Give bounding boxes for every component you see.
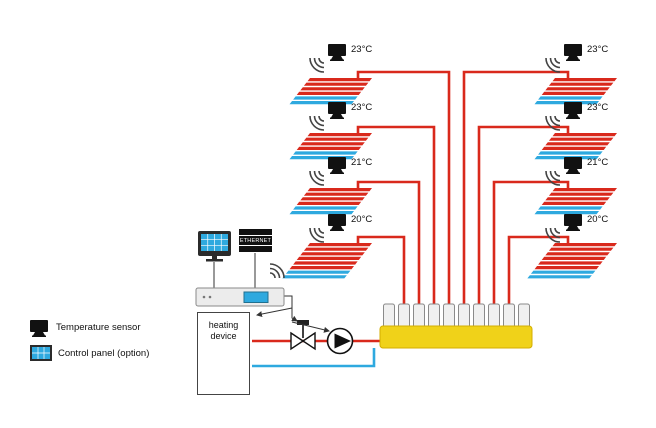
wifi-signal-icon <box>269 263 285 279</box>
legend-control-panel-label: Control panel (option) <box>58 348 150 359</box>
temperature-sensor-icon <box>564 157 582 174</box>
manifold-actuators <box>383 303 530 329</box>
temperature-sensor-icon <box>564 102 582 119</box>
legend-temperature-sensor-label: Temperature sensor <box>56 322 141 333</box>
mixing-valve-icon <box>290 320 316 351</box>
floor-panel-left-1 <box>289 78 372 105</box>
temp-label: 23°C <box>351 102 373 113</box>
temperature-sensor-icon <box>328 157 346 174</box>
wifi-signal-icon <box>545 227 561 243</box>
manifold-body <box>379 325 533 349</box>
temperature-sensor-icon <box>328 214 346 231</box>
wifi-signal-icon <box>309 115 325 131</box>
floor-panel-right-3 <box>534 188 617 215</box>
control-wires <box>213 253 330 333</box>
temp-label: 21°C <box>351 157 373 168</box>
legend-control-panel-icon <box>30 345 52 361</box>
heating-device: heating device <box>197 312 250 395</box>
temperature-sensor-icon <box>328 44 346 61</box>
return-pipe <box>252 348 376 368</box>
temp-label: 23°C <box>351 44 373 55</box>
wifi-signal-icon <box>309 170 325 186</box>
pump-icon <box>326 327 354 355</box>
control-panel-unit <box>195 287 285 307</box>
temp-label: 21°C <box>587 157 609 168</box>
loop-pipes <box>356 70 570 312</box>
temperature-sensor-icon <box>564 214 582 231</box>
floor-panel-right-1 <box>534 78 617 105</box>
temperature-sensor-icon <box>328 102 346 119</box>
floor-panel-right-2 <box>534 133 617 160</box>
floor-panel-left-2 <box>289 133 372 160</box>
floor-panel-left-4 <box>282 243 372 279</box>
temp-label: 23°C <box>587 102 609 113</box>
temp-label: 23°C <box>587 44 609 55</box>
wifi-signal-icon <box>309 227 325 243</box>
temperature-sensor-icon <box>564 44 582 61</box>
ethernet-label: ETHERNET <box>238 235 273 246</box>
wifi-signal-icon <box>545 57 561 73</box>
floor-panel-left-3 <box>289 188 372 215</box>
ethernet-box: ETHERNET <box>238 229 273 252</box>
floor-panel-right-4 <box>527 243 617 279</box>
temp-label: 20°C <box>351 214 373 225</box>
wifi-signal-icon <box>309 57 325 73</box>
control-panel-display-icon <box>198 231 231 262</box>
heating-device-label: heating device <box>208 320 239 341</box>
legend-temperature-sensor-icon <box>30 320 48 337</box>
temp-label: 20°C <box>587 214 609 225</box>
